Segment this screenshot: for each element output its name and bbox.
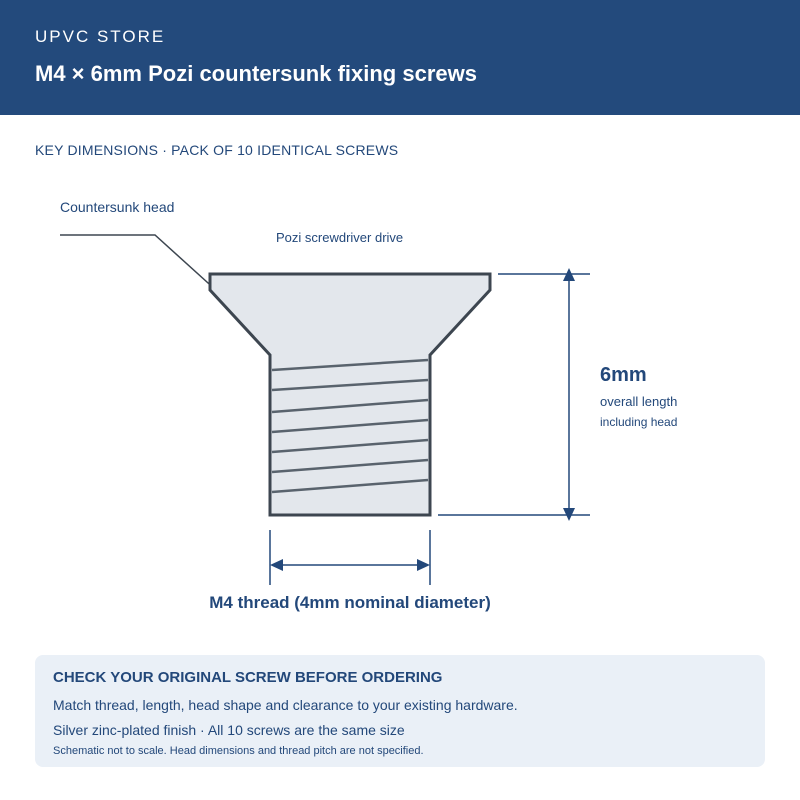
length-value: 6mm — [600, 364, 647, 386]
diameter-dimension — [269, 530, 431, 585]
length-label: overall length — [600, 394, 678, 409]
screw-outline — [208, 272, 492, 517]
store-name: UPVC STORE — [35, 27, 166, 46]
length-sublabel: including head — [600, 415, 678, 429]
head-callout-label: Countersunk head — [60, 199, 175, 215]
length-dimension — [438, 268, 590, 521]
diameter-arrow-left — [270, 559, 283, 571]
notice-title: CHECK YOUR ORIGINAL SCREW BEFORE ORDERIN… — [53, 669, 443, 686]
thread-label: M4 thread (4mm nominal diameter) — [209, 593, 491, 612]
thread-lines — [271, 358, 429, 494]
diameter-arrow-right — [417, 559, 430, 571]
length-arrow-bottom — [563, 508, 575, 521]
section-label: KEY DIMENSIONS · PACK OF 10 IDENTICAL SC… — [35, 142, 399, 158]
notice-box: CHECK YOUR ORIGINAL SCREW BEFORE ORDERIN… — [35, 655, 765, 767]
notice-line-2: Silver zinc-plated finish · All 10 screw… — [53, 722, 405, 738]
length-arrow-top — [563, 268, 575, 281]
notice-footnote: Schematic not to scale. Head dimensions … — [53, 745, 424, 757]
notice-line-1: Match thread, length, head shape and cle… — [53, 697, 518, 713]
product-title: M4 × 6mm Pozi countersunk fixing screws — [35, 61, 477, 86]
drive-callout-label: Pozi screwdriver drive — [276, 230, 404, 245]
head-callout-leader — [60, 234, 219, 293]
header-banner: UPVC STORE M4 × 6mm Pozi countersunk fix… — [0, 0, 800, 115]
